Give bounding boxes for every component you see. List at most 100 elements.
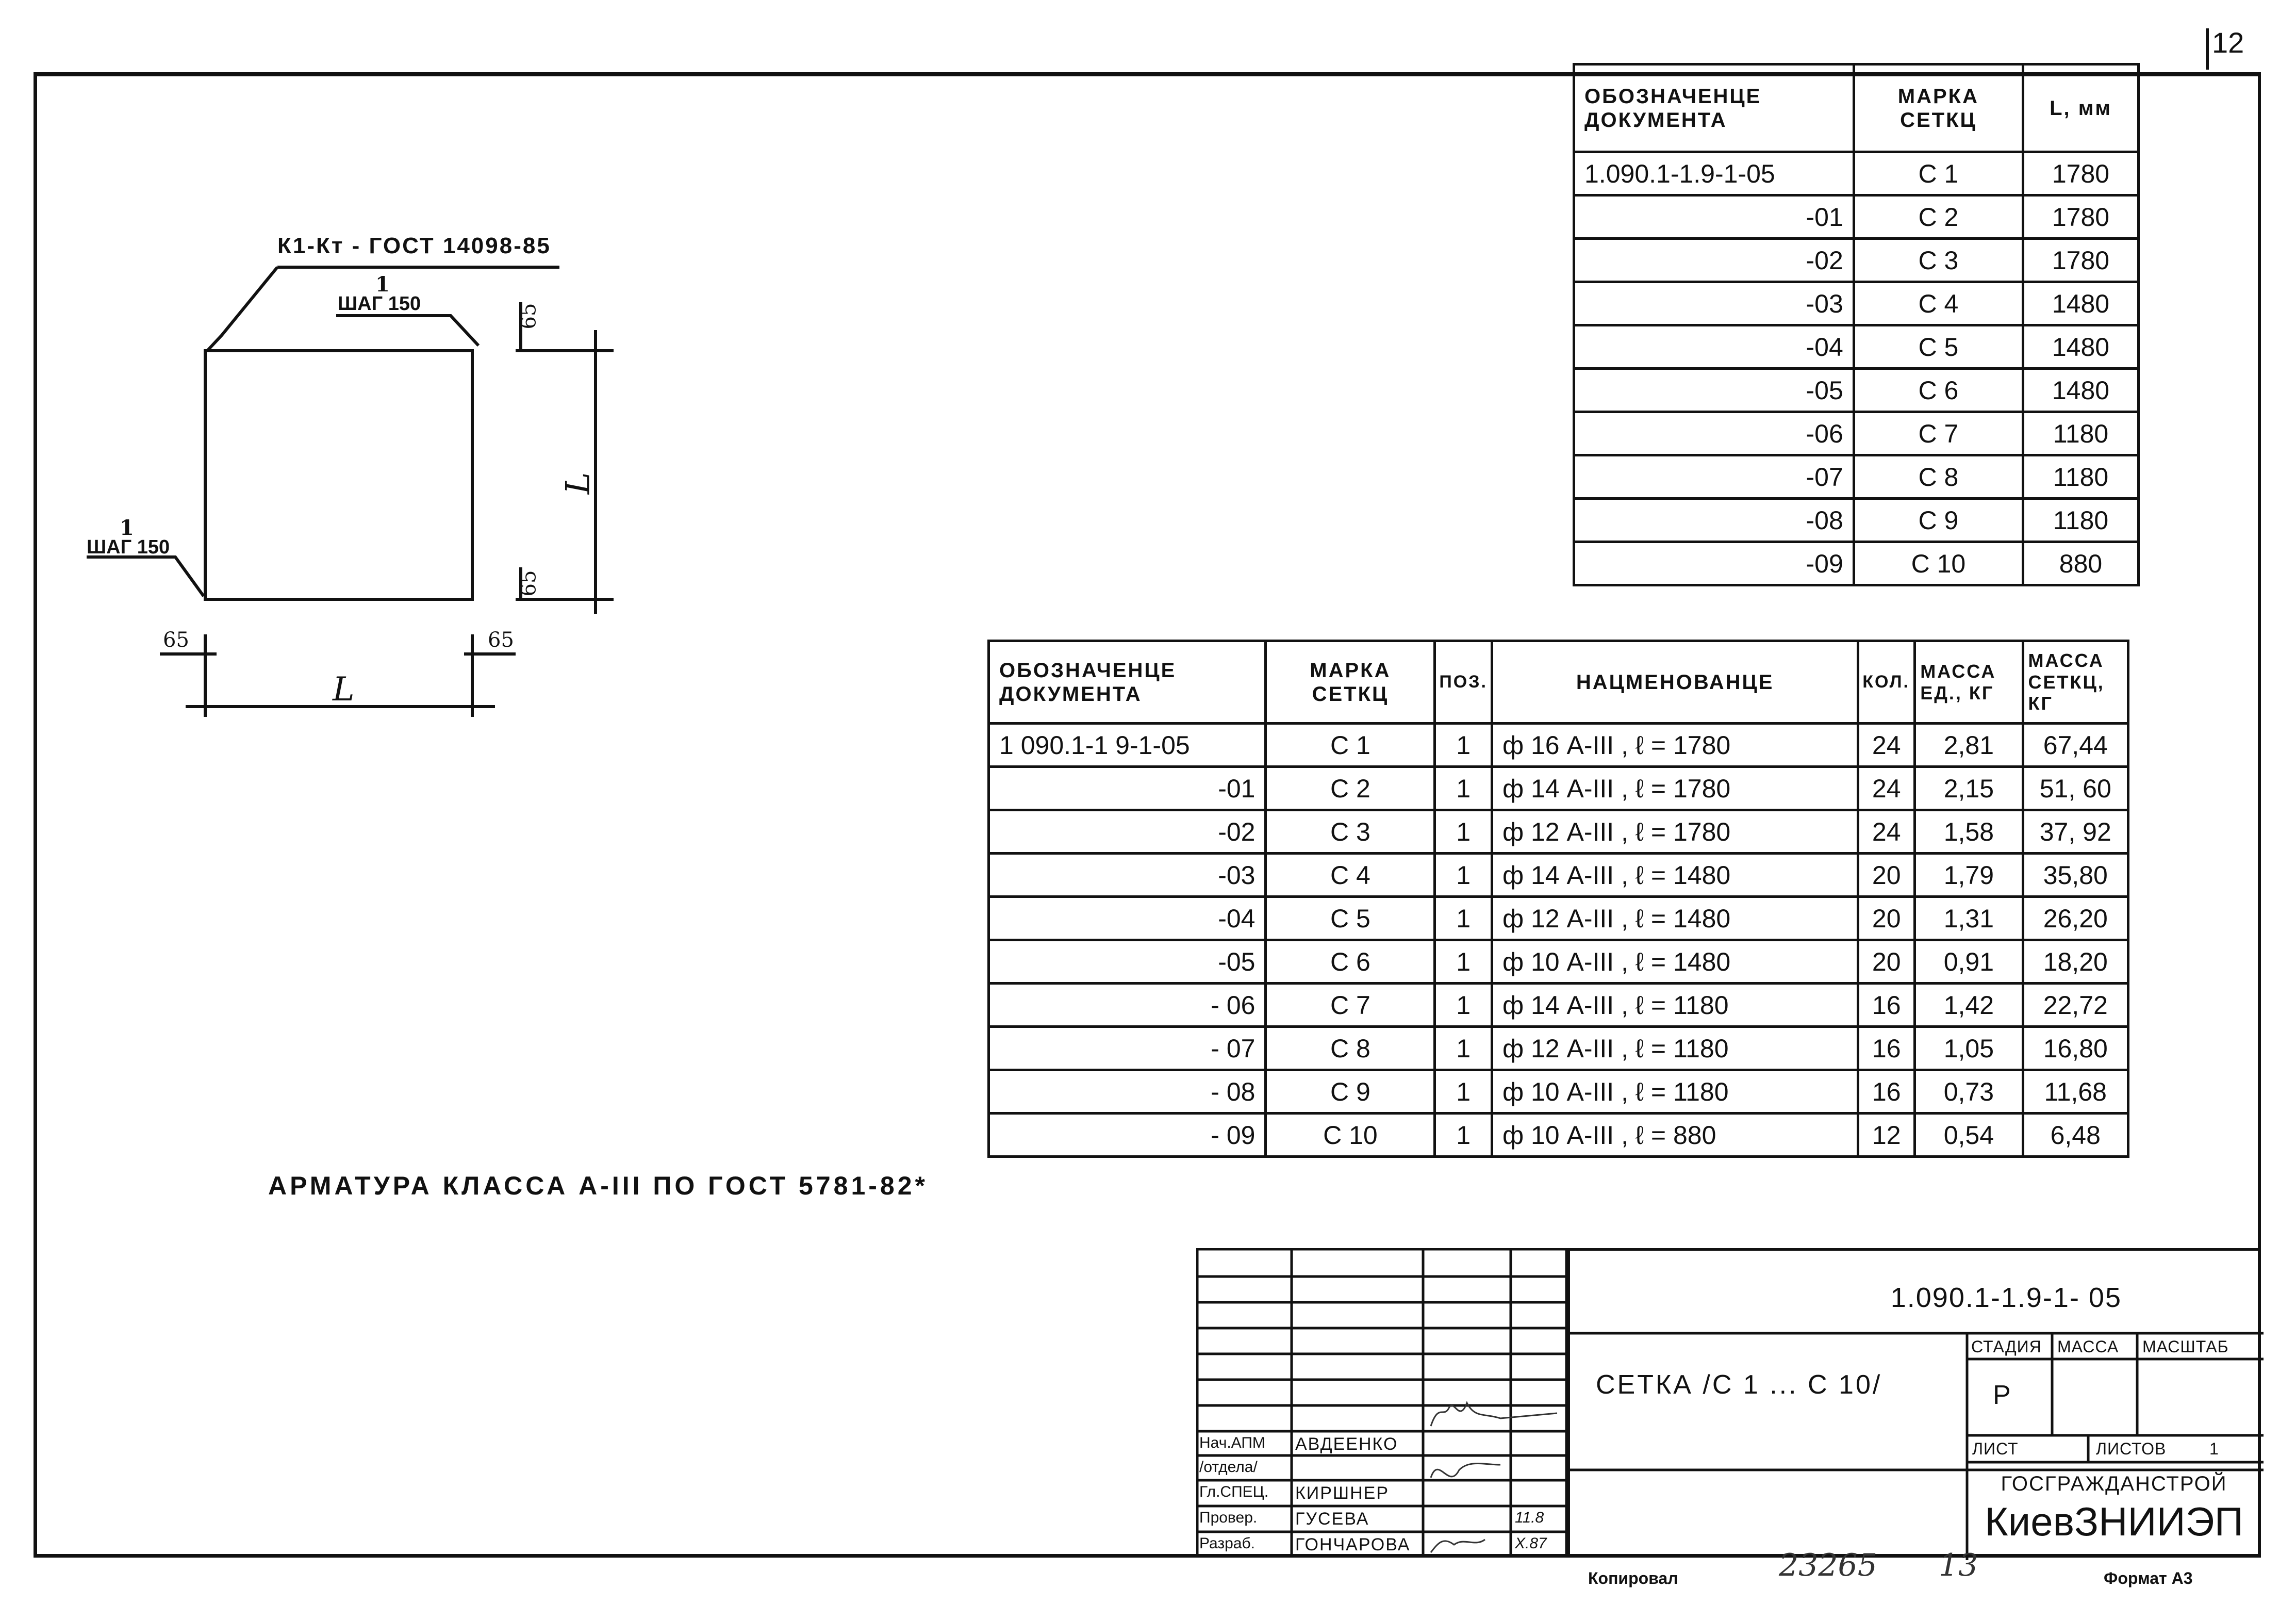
- mesh-mark: С 6: [1852, 367, 2024, 413]
- mesh-mark: С 2: [1852, 194, 2024, 240]
- dim-65-left: 65: [163, 628, 189, 652]
- quantity: 20: [1857, 852, 1917, 898]
- document-designation: -03: [1573, 281, 1855, 326]
- position-number: 1: [1433, 722, 1493, 768]
- length-table-header: МАРКА СЕТКЦ: [1852, 63, 2024, 153]
- document-designation: 1.090.1-1.9-1-05: [1573, 151, 1855, 197]
- mesh-mass: 22,72: [2021, 982, 2130, 1028]
- dim-l-right: L: [559, 472, 598, 495]
- quantity: 16: [1857, 1025, 1917, 1071]
- mesh-mark: С 5: [1264, 895, 1436, 941]
- mass-label: МАССА: [2057, 1337, 2119, 1356]
- document-designation: -03: [987, 852, 1267, 898]
- quantity: 16: [1857, 982, 1917, 1028]
- mesh-length: 1780: [2021, 151, 2140, 197]
- quantity: 24: [1857, 765, 1917, 811]
- item-name: ф 12 А-III , ℓ = 1780: [1490, 809, 1860, 855]
- signature-grid: [1196, 1248, 1567, 1558]
- unit-mass: 0,73: [1913, 1069, 2024, 1115]
- mesh-mark: С 7: [1852, 411, 2024, 456]
- signer-date: X.87: [1515, 1535, 1547, 1552]
- document-designation: -08: [1573, 497, 1855, 543]
- item-name: ф 12 А-III , ℓ = 1480: [1490, 895, 1860, 941]
- document-designation: -01: [1573, 194, 1855, 240]
- signer-role: Гл.СПЕЦ.: [1199, 1483, 1269, 1500]
- specification-table: ОБОЗНАЧЕНЦЕ ДОКУМЕНТА МАРКА СЕТКЦ ПОЗ. Н…: [987, 640, 2130, 1158]
- stage-label: СТАДИЯ: [1971, 1337, 2042, 1356]
- document-designation: -05: [1573, 367, 1855, 413]
- mesh-mass: 11,68: [2021, 1069, 2130, 1115]
- length-table-header: L, мм: [2021, 63, 2140, 153]
- dim-65-bottom: 65: [517, 570, 541, 597]
- stage-value: Р: [1993, 1380, 2011, 1410]
- signer-role: Разраб.: [1199, 1535, 1256, 1552]
- dim-l-bottom: L: [333, 670, 355, 709]
- document-designation: - 09: [987, 1112, 1267, 1158]
- mesh-mark: С 6: [1264, 939, 1436, 985]
- item-name: ф 10 А-III , ℓ = 1480: [1490, 939, 1860, 985]
- unit-mass: 1,05: [1913, 1025, 2024, 1071]
- mesh-mark: С 9: [1264, 1069, 1436, 1115]
- spec-header: ПОЗ.: [1433, 640, 1493, 725]
- quantity: 24: [1857, 722, 1917, 768]
- mesh-length: 1480: [2021, 324, 2140, 370]
- item-name: ф 12 А-III , ℓ = 1180: [1490, 1025, 1860, 1071]
- copied-label: Копировал: [1588, 1569, 1678, 1588]
- callout-top-label: К1-Кт - ГОСТ 14098-85: [277, 233, 551, 258]
- spec-header: МАССА ЕД., КГ: [1913, 640, 2024, 725]
- drawing-frame: [34, 72, 2261, 1558]
- mesh-mark: С 4: [1264, 852, 1436, 898]
- mesh-mark: С 3: [1264, 809, 1436, 855]
- signer-role: Нач.АПМ: [1199, 1434, 1265, 1451]
- document-designation: -02: [987, 809, 1267, 855]
- position-number: 1: [1433, 939, 1493, 985]
- unit-mass: 1,42: [1913, 982, 2024, 1028]
- title-block-main: 1.090.1-1.9-1- 05 СЕТКА /С 1 ... С 10/ С…: [1567, 1248, 2264, 1560]
- format-label: Формат А3: [2104, 1569, 2193, 1588]
- signer-role: /отдела/: [1199, 1459, 1258, 1476]
- title-block: Нач.АПМ АВДЕЕНКО/отдела/Гл.СПЕЦ. КИРШНЕР Пр…: [1196, 1248, 2264, 1560]
- document-designation: 1 090.1-1 9-1-05: [987, 722, 1267, 768]
- signer-name: АВДЕЕНКО: [1295, 1434, 1398, 1454]
- mesh-length: 1780: [2021, 194, 2140, 240]
- mesh-mass: 18,20: [2021, 939, 2130, 985]
- unit-mass: 2,15: [1913, 765, 2024, 811]
- mesh-outline: [204, 349, 474, 601]
- signature-mark: [1430, 1401, 1558, 1427]
- mesh-mark: С 5: [1852, 324, 2024, 370]
- signer-name: КИРШНЕР: [1295, 1483, 1389, 1503]
- document-designation: - 08: [987, 1069, 1267, 1115]
- signer-role: Провер.: [1199, 1509, 1258, 1526]
- signature-mark: [1430, 1539, 1485, 1553]
- position-number: 1: [1433, 895, 1493, 941]
- reinforcement-note: АРМАТУРА КЛАССА А-III ПО ГОСТ 5781-82*: [268, 1171, 928, 1200]
- mesh-mark: С 2: [1264, 765, 1436, 811]
- mesh-mass: 67,44: [2021, 722, 2130, 768]
- mesh-mass: 26,20: [2021, 895, 2130, 941]
- document-designation: -01: [987, 765, 1267, 811]
- document-designation: -04: [1573, 324, 1855, 370]
- signer-name: ГУСЕВА: [1295, 1509, 1369, 1529]
- footer-number: 23265: [1779, 1547, 1877, 1583]
- unit-mass: 0,54: [1913, 1112, 2024, 1158]
- mesh-mass: 16,80: [2021, 1025, 2130, 1071]
- document-designation: - 06: [987, 982, 1267, 1028]
- title-block-lines: [1570, 1332, 2264, 1560]
- position-number: 1: [1433, 1025, 1493, 1071]
- mesh-mass: 37, 92: [2021, 809, 2130, 855]
- item-name: ф 14 А-III , ℓ = 1180: [1490, 982, 1860, 1028]
- pos-left-label: 1: [120, 516, 134, 540]
